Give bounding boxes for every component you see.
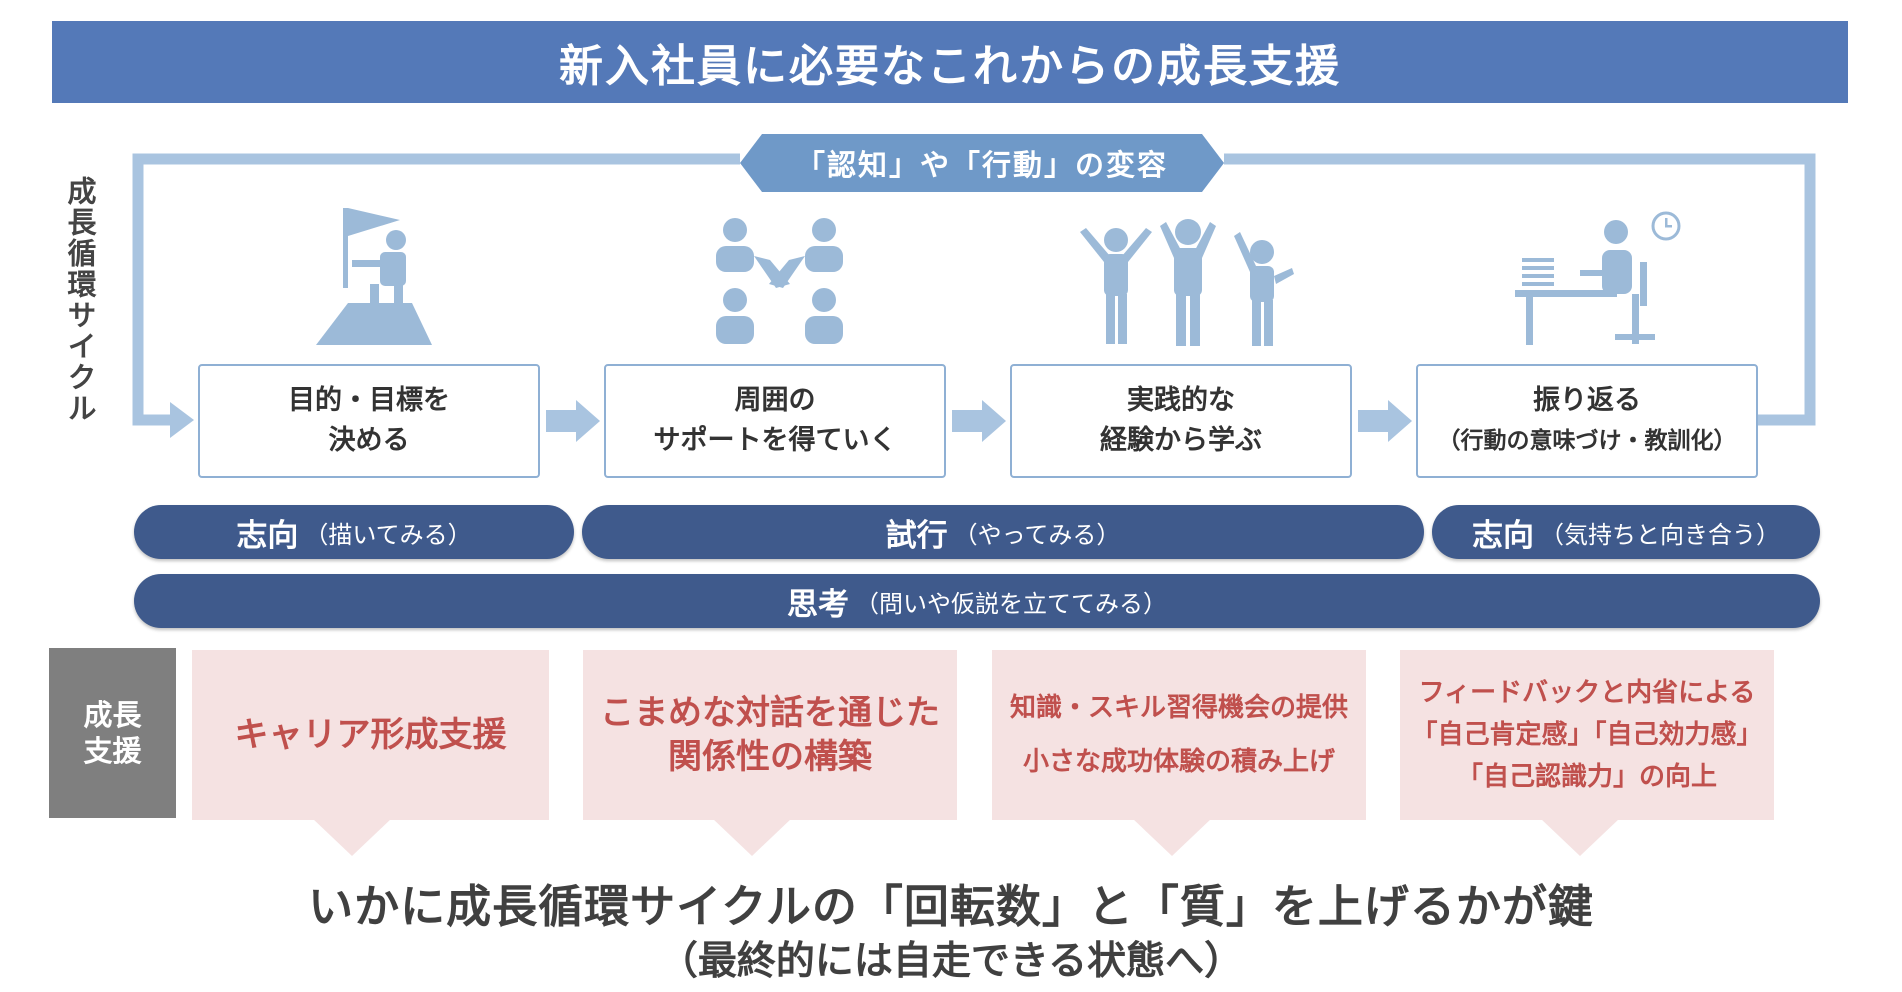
support-header-line2: 支援 [83,734,142,768]
pill-thinking: 思考 （問いや仮説を立ててみる） [134,574,1820,628]
support-card-3: 知識・スキル習得機会の提供 小さな成功体験の積み上げ [992,650,1366,820]
pill-shikou-2: 試行 （やってみる） [582,505,1424,559]
desk-worker-clock-icon [1515,211,1681,345]
cycle-loop-line [132,153,1816,426]
step-1-line2: 決める [328,425,410,456]
step-2-line2: サポートを得ていく [653,425,897,456]
support-2-line2: 関係性の構築 [668,737,872,777]
pill-1-sub: （描いてみる） [304,520,472,549]
cycle-label: 「認知」や「行動」の変容 [740,134,1224,192]
support-tail-3 [1132,818,1212,856]
support-header: 成長 支援 [49,648,176,818]
conclusion-sub: （最終的には自走できる状態へ） [658,939,1244,984]
support-2-line1: こまめな対話を通じた [600,693,940,733]
page-title: 新入社員に必要なこれからの成長支援 [559,41,1341,92]
pill-3-sub: （気持ちと向き合う） [1540,520,1780,549]
support-1-line1: キャリア形成支援 [234,715,507,755]
cheering-people-icon [1080,219,1294,346]
step-box-3: 実践的な 経験から学ぶ [1010,364,1352,478]
support-card-1: キャリア形成支援 [192,650,549,820]
support-card-2: こまめな対話を通じた 関係性の構築 [583,650,957,820]
step-1-line1: 目的・目標を [288,385,450,416]
support-4-line2: 「自己肯定感」「自己効力感」 [1411,720,1763,750]
collaboration-people-icon [716,218,843,344]
support-header-line1: 成長 [83,698,142,732]
step-box-1: 目的・目標を 決める [198,364,540,478]
support-tail-1 [312,818,392,856]
pill-shikou-3: 志向 （気持ちと向き合う） [1432,505,1820,559]
cycle-label-shape [740,134,1224,192]
step-2-line1: 周囲の [734,385,816,416]
support-tail-4 [1540,818,1620,856]
support-4-line3: 「自己認識力」の向上 [1456,762,1717,792]
step-box-2: 周囲の サポートを得ていく [604,364,946,478]
support-card-4: フィードバックと内省による 「自己肯定感」「自己効力感」 「自己認識力」の向上 [1400,650,1774,820]
title-banner: 新入社員に必要なこれからの成長支援 [52,21,1848,103]
support-4-line1: フィードバックと内省による [1418,678,1756,708]
step-arrow-1 [546,400,600,442]
cycle-label-text: 「認知」や「行動」の変容 [795,148,1168,182]
support-3-line1: 知識・スキル習得機会の提供 [1009,693,1348,723]
pill-shikou-1: 志向 （描いてみる） [134,505,574,559]
conclusion-main: いかに成長循環サイクルの「回転数」と「質」を上げるかが鍵 [308,880,1594,933]
step-arrow-2 [952,400,1006,442]
cycle-entry-arrow [170,402,194,438]
climber-flag-icon [316,208,432,345]
support-tail-2 [712,818,792,856]
pill-4-main: 思考 [787,586,849,623]
step-arrow-3 [1358,400,1412,442]
step-3-line1: 実践的な [1127,385,1235,416]
step-3-line2: 経験から学ぶ [1100,425,1262,456]
pill-2-main: 試行 [885,517,948,554]
step-box-4: 振り返る （行動の意味づけ・教訓化） [1416,364,1758,478]
step-4-line1: 振り返る [1533,385,1641,416]
pill-4-sub: （問いや仮説を立ててみる） [855,589,1167,618]
step-4-line2: （行動の意味づけ・教訓化） [1437,428,1737,454]
pill-2-sub: （やってみる） [953,520,1121,549]
support-3-line2: 小さな成功体験の積み上げ [1022,747,1335,777]
pill-3-main: 志向 [1472,517,1534,554]
pill-1-main: 志向 [236,517,299,554]
vertical-cycle-label: 成長循環サイクル [63,176,97,424]
